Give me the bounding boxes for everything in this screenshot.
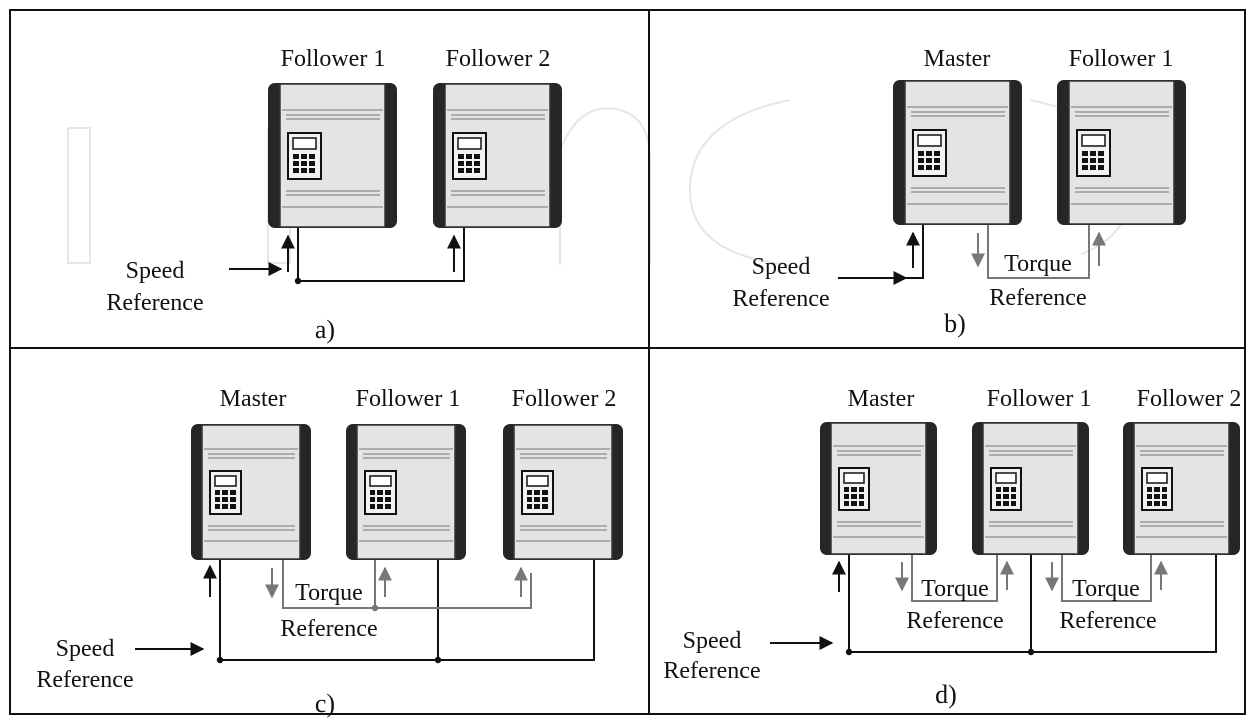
keypad-icon — [209, 470, 242, 515]
drive-unit-follower-1 — [1057, 80, 1186, 225]
torque-label: Reference — [906, 608, 1003, 634]
panel-frames — [9, 9, 1246, 715]
torque-wiring-2 — [1045, 555, 1168, 602]
panel-b: Master Follower 1 — [732, 46, 1186, 338]
speed-wiring — [838, 225, 924, 285]
torque-wiring — [265, 560, 532, 612]
speed-wiring — [135, 560, 595, 664]
torque-label: Torque — [1072, 576, 1140, 602]
speed-label: Speed — [752, 254, 811, 280]
drive-label: Follower 2 — [446, 46, 551, 72]
speed-label: Speed — [683, 628, 742, 654]
drive-unit-follower-1 — [972, 422, 1089, 555]
panel-a: Follower 1 Follower 2 — [106, 46, 562, 344]
speed-label: Reference — [106, 290, 203, 316]
torque-label: Reference — [1059, 608, 1156, 634]
panel-c: Master Follower 1 Follower 2 — [36, 386, 623, 718]
speed-label: Reference — [732, 286, 829, 312]
torque-label: Torque — [921, 576, 989, 602]
speed-label: Reference — [663, 658, 760, 684]
drive-label: Master — [848, 386, 915, 412]
keypad-icon — [990, 467, 1022, 511]
drive-label: Follower 2 — [1137, 386, 1242, 412]
keypad-icon — [912, 129, 947, 177]
drive-label: Follower 2 — [512, 386, 617, 412]
keypad-icon — [287, 132, 322, 180]
panel-caption: d) — [935, 680, 957, 709]
keypad-icon — [1076, 129, 1111, 177]
drive-unit-follower-1 — [268, 83, 397, 228]
speed-label: Speed — [126, 258, 185, 284]
drive-label: Master — [220, 386, 287, 412]
speed-wiring — [229, 228, 465, 285]
panel-caption: c) — [315, 689, 335, 718]
drive-label: Follower 1 — [356, 386, 461, 412]
torque-label: Torque — [1004, 251, 1072, 277]
keypad-icon — [1141, 467, 1173, 511]
torque-wiring-1 — [895, 555, 1014, 602]
drive-label: Follower 1 — [281, 46, 386, 72]
keypad-icon — [521, 470, 554, 515]
speed-label: Reference — [36, 667, 133, 693]
drive-unit-follower-2 — [433, 83, 562, 228]
drive-unit-follower-2 — [503, 424, 623, 560]
torque-label: Torque — [295, 580, 363, 606]
speed-label: Speed — [56, 636, 115, 662]
drive-unit-master — [893, 80, 1022, 225]
panel-d: Master Follower 1 Follower 2 — [663, 386, 1241, 709]
drive-unit-follower-1 — [346, 424, 466, 560]
drive-unit-master — [191, 424, 311, 560]
torque-wiring — [971, 225, 1106, 279]
drive-label: Follower 1 — [1069, 46, 1174, 72]
keypad-icon — [452, 132, 487, 180]
torque-label: Reference — [989, 285, 1086, 311]
keypad-icon — [364, 470, 397, 515]
drive-unit-follower-2 — [1123, 422, 1240, 555]
drive-label: Follower 1 — [987, 386, 1092, 412]
torque-label: Reference — [280, 616, 377, 642]
keypad-icon — [838, 467, 870, 511]
drive-unit-master — [820, 422, 937, 555]
speed-wiring — [770, 555, 1217, 656]
panel-caption: a) — [315, 315, 335, 344]
drive-label: Master — [924, 46, 991, 72]
panel-caption: b) — [944, 309, 966, 338]
